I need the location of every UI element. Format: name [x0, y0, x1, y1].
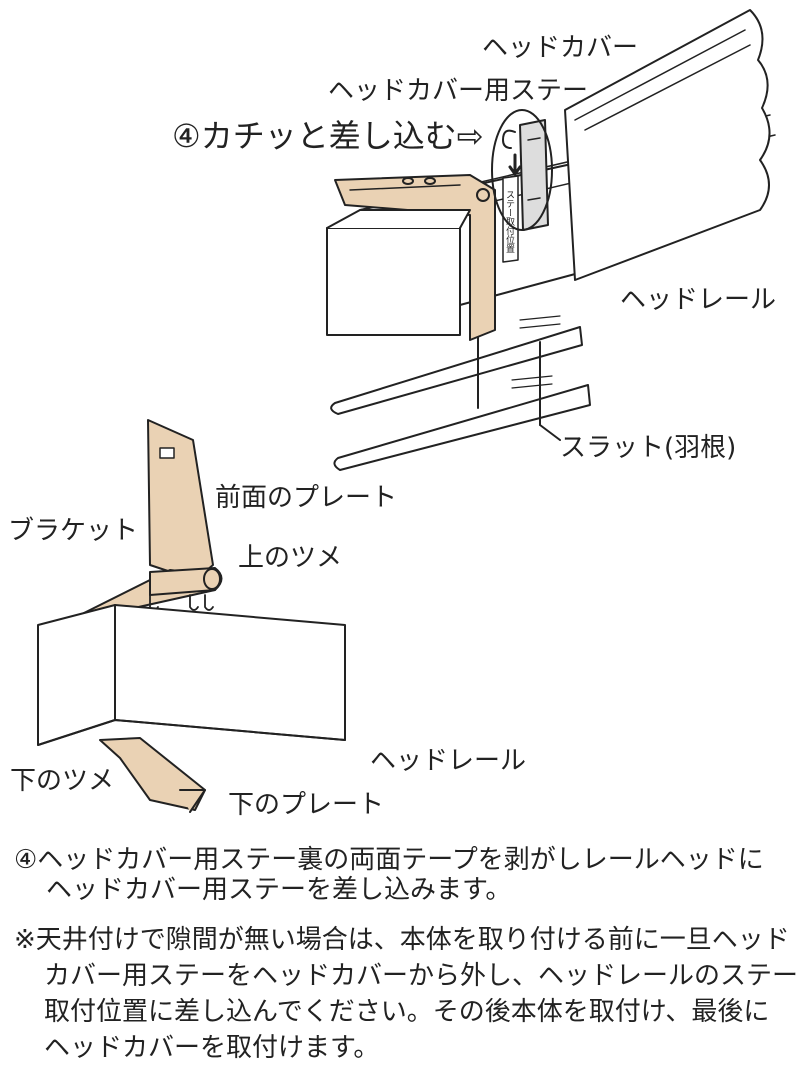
- label-bracket: ブラケット: [8, 516, 139, 546]
- note-line-4: ヘッドカバーを取付けます。: [44, 1033, 380, 1063]
- slat-leader-line: [539, 344, 561, 441]
- step4-line-2: ヘッドカバー用ステーを差し込みます。: [46, 875, 512, 905]
- slat-hatching: [511, 315, 561, 389]
- step4-instruction: ④ヘッドカバー用ステー裏の両面テープを剥がしレールヘッドに ヘッドカバー用ステー…: [14, 842, 794, 908]
- callout-hook: [502, 129, 516, 149]
- head-cover-stay: [519, 119, 549, 231]
- label-front-plate: 前面のプレート: [215, 483, 398, 513]
- top-bracket: [334, 174, 496, 341]
- label-step4-click: ④カチッと差し込む⇨: [172, 117, 484, 155]
- front-plate: [147, 419, 214, 581]
- note-line-2: カバー用ステーをヘッドカバーから外し、ヘッドレールのステー: [44, 961, 799, 991]
- head-rail-front-box: [326, 209, 471, 336]
- label-head-cover: ヘッドカバー: [482, 33, 639, 63]
- ceiling-mount-note: ※天井付けで隙間が無い場合は、本体を取り付ける前に一旦ヘッド カバー用ステーをヘ…: [14, 922, 799, 1066]
- stay-mount-label-box: [502, 175, 519, 263]
- note-line-3: 取付位置に差し込んでください。その後本体を取付け、最後に: [44, 997, 770, 1027]
- down-arrow-icon: [508, 153, 522, 176]
- label-slat: スラット(羽根): [560, 433, 737, 463]
- installation-illustration: [37, 9, 776, 813]
- label-head-rail-bottom: ヘッドレール: [370, 746, 527, 776]
- label-lower-claw: 下のツメ: [10, 766, 115, 796]
- label-lower-plate: 下のプレート: [228, 790, 385, 820]
- lower-plate: [99, 737, 206, 813]
- slat-lower: [333, 384, 591, 471]
- note-line-1: ※天井付けで隙間が無い場合は、本体を取り付ける前に一旦ヘッド: [14, 925, 790, 955]
- slat-upper: [330, 326, 583, 415]
- step4-line-1: ④ヘッドカバー用ステー裏の両面テープを剥がしレールヘッドに: [14, 845, 764, 875]
- callout-circle: [491, 109, 553, 231]
- label-head-cover-stay: ヘッドカバー用ステー: [328, 76, 589, 106]
- head-rail-bottom: [37, 604, 346, 746]
- label-upper-claw: 上のツメ: [238, 543, 343, 573]
- head-cover: [564, 9, 771, 281]
- label-stay-mount-position: ステー取付位置: [504, 190, 514, 253]
- label-head-rail-top: ヘッドレール: [620, 285, 777, 315]
